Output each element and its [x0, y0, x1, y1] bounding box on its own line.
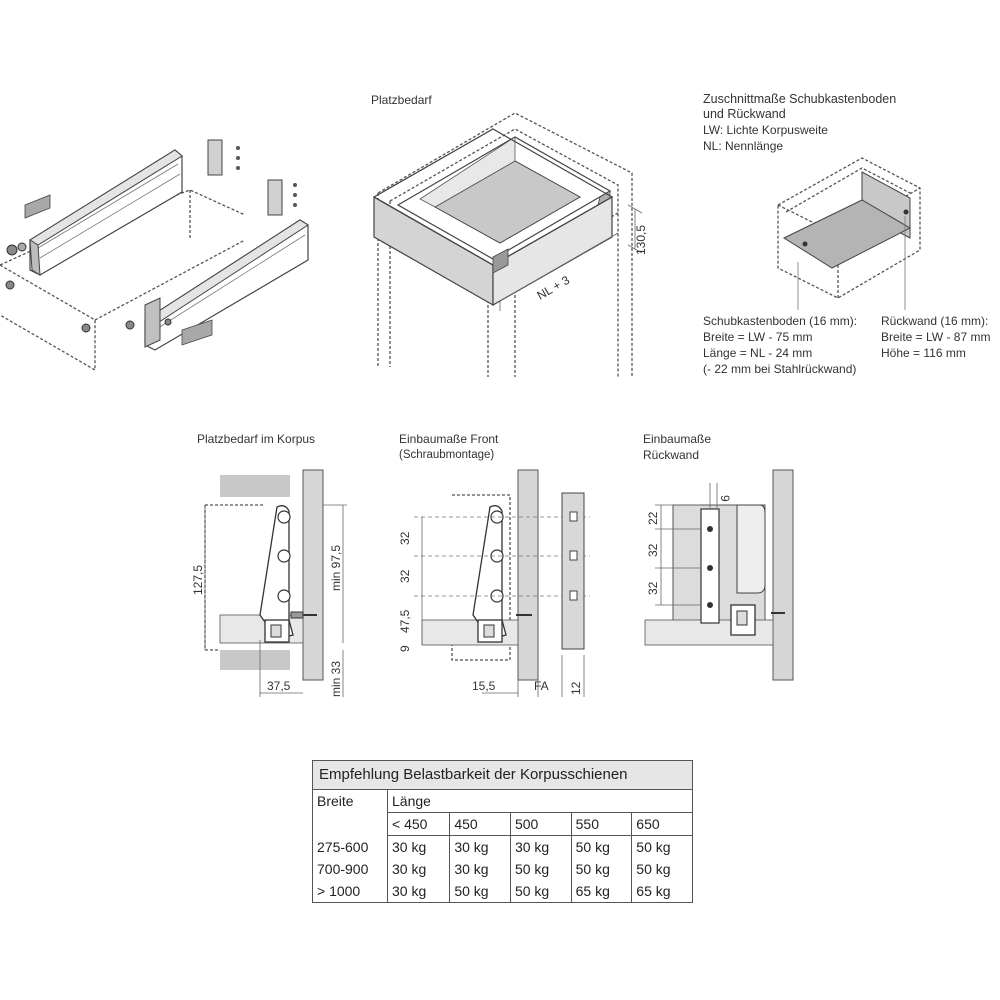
col-breite-header: Breite [312, 789, 388, 813]
boden-label-3: Länge = NL - 24 mm [703, 346, 813, 360]
dim-front-9: 9 [398, 645, 412, 652]
dim-130-5: 130,5 [634, 225, 648, 255]
table-cell: 50 kg [570, 858, 633, 880]
platzbedarf-title: Platzbedarf [371, 93, 432, 107]
table-cell: 50 kg [570, 835, 633, 858]
boden-label-4: (- 22 mm bei Stahlrückwand) [703, 362, 857, 376]
load-table: Empfehlung Belastbarkeit der Korpusschie… [312, 760, 693, 903]
table-length-cell: 650 [631, 812, 693, 836]
table-length-cell: 550 [570, 812, 633, 836]
dim-rueck-32-b: 32 [646, 581, 660, 595]
boden-label-1: Schubkastenboden (16 mm): [703, 314, 858, 328]
dim-front-32-b: 32 [398, 569, 412, 583]
zuschnitt-nl-note: NL: Nennlänge [703, 139, 784, 153]
rueck-label-2: Breite = LW - 87 mm [881, 330, 991, 344]
exploded-drawer-diagram [0, 139, 309, 372]
dim-rueck-22: 22 [646, 511, 660, 525]
zuschnitt-title-2: und Rückwand [703, 107, 786, 121]
dim-front-47-5: 47,5 [398, 609, 412, 633]
table-cell: 65 kg [570, 880, 633, 903]
zuschnitt-diagram [777, 157, 921, 310]
table-title: Empfehlung Belastbarkeit der Korpusschie… [312, 760, 693, 790]
front-title: Einbaumaße Front [399, 432, 499, 446]
dim-rueck-9: 9 [718, 495, 732, 502]
korpus-diagram: 127,5 min 97,5 min 33 37,5 [191, 469, 347, 697]
dim-rueck-32-a: 32 [646, 543, 660, 557]
dim-front-15-5: 15,5 [472, 679, 496, 693]
front-diagram: 32 32 47,5 9 15,5 FA 12 [398, 469, 590, 697]
korpus-title: Platzbedarf im Korpus [197, 432, 316, 446]
rueck-label-3: Höhe = 116 mm [881, 346, 966, 360]
table-row: > 1000 30 kg 50 kg 50 kg 65 kg 65 kg [312, 880, 693, 903]
table-breite-cell: 700-900 [312, 858, 388, 880]
table-cell: 30 kg [386, 835, 451, 858]
table-length-cell: < 450 [386, 812, 451, 836]
table-cell: 30 kg [449, 835, 511, 858]
dim-front-fa: FA [534, 679, 549, 693]
table-cell: 50 kg [449, 880, 511, 903]
dim-37-5: 37,5 [267, 679, 291, 693]
dim-127-5: 127,5 [191, 565, 205, 595]
boden-label-2: Breite = LW - 75 mm [703, 330, 813, 344]
rueck-title-2: Rückwand [643, 448, 700, 462]
table-length-cell: 450 [449, 812, 511, 836]
rueckwand-diagram: 22 32 32 9 [644, 469, 794, 681]
table-cell: 50 kg [631, 835, 693, 858]
table-row: 700-900 30 kg 30 kg 50 kg 50 kg 50 kg [312, 858, 693, 880]
table-header-row: Breite Länge [312, 789, 693, 813]
table-cell: 30 kg [386, 880, 451, 903]
dim-front-12: 12 [569, 681, 583, 695]
table-cell: 30 kg [449, 858, 511, 880]
table-cell: 30 kg [509, 835, 572, 858]
col-laenge-header: Länge [387, 789, 693, 813]
zuschnitt-lw-note: LW: Lichte Korpusweite [703, 123, 828, 137]
table-cell: 50 kg [509, 858, 572, 880]
table-cell: 30 kg [386, 858, 451, 880]
table-title-row: Empfehlung Belastbarkeit der Korpusschie… [312, 760, 693, 790]
table-cell: 50 kg [631, 858, 693, 880]
zuschnitt-title-1: Zuschnittmaße Schubkastenboden [703, 92, 897, 106]
table-cell: 50 kg [509, 880, 572, 903]
dim-front-32-a: 32 [398, 531, 412, 545]
dim-min-97-5: min 97,5 [329, 545, 343, 591]
table-length-cell: 500 [509, 812, 572, 836]
table-empty-cell [312, 812, 388, 836]
table-lengths-row: < 450 450 500 550 650 [312, 812, 693, 836]
table-cell: 65 kg [631, 880, 693, 903]
rueck-label-1: Rückwand (16 mm): [881, 314, 989, 328]
platzbedarf-diagram: 130,5 NL + 3 [372, 112, 648, 377]
dim-min-33: min 33 [329, 661, 343, 697]
table-breite-cell: > 1000 [312, 880, 388, 903]
front-subtitle: (Schraubmontage) [399, 449, 495, 461]
table-breite-cell: 275-600 [312, 835, 388, 858]
table-row: 275-600 30 kg 30 kg 30 kg 50 kg 50 kg [312, 835, 693, 858]
rueck-title-1: Einbaumaße [643, 432, 712, 446]
